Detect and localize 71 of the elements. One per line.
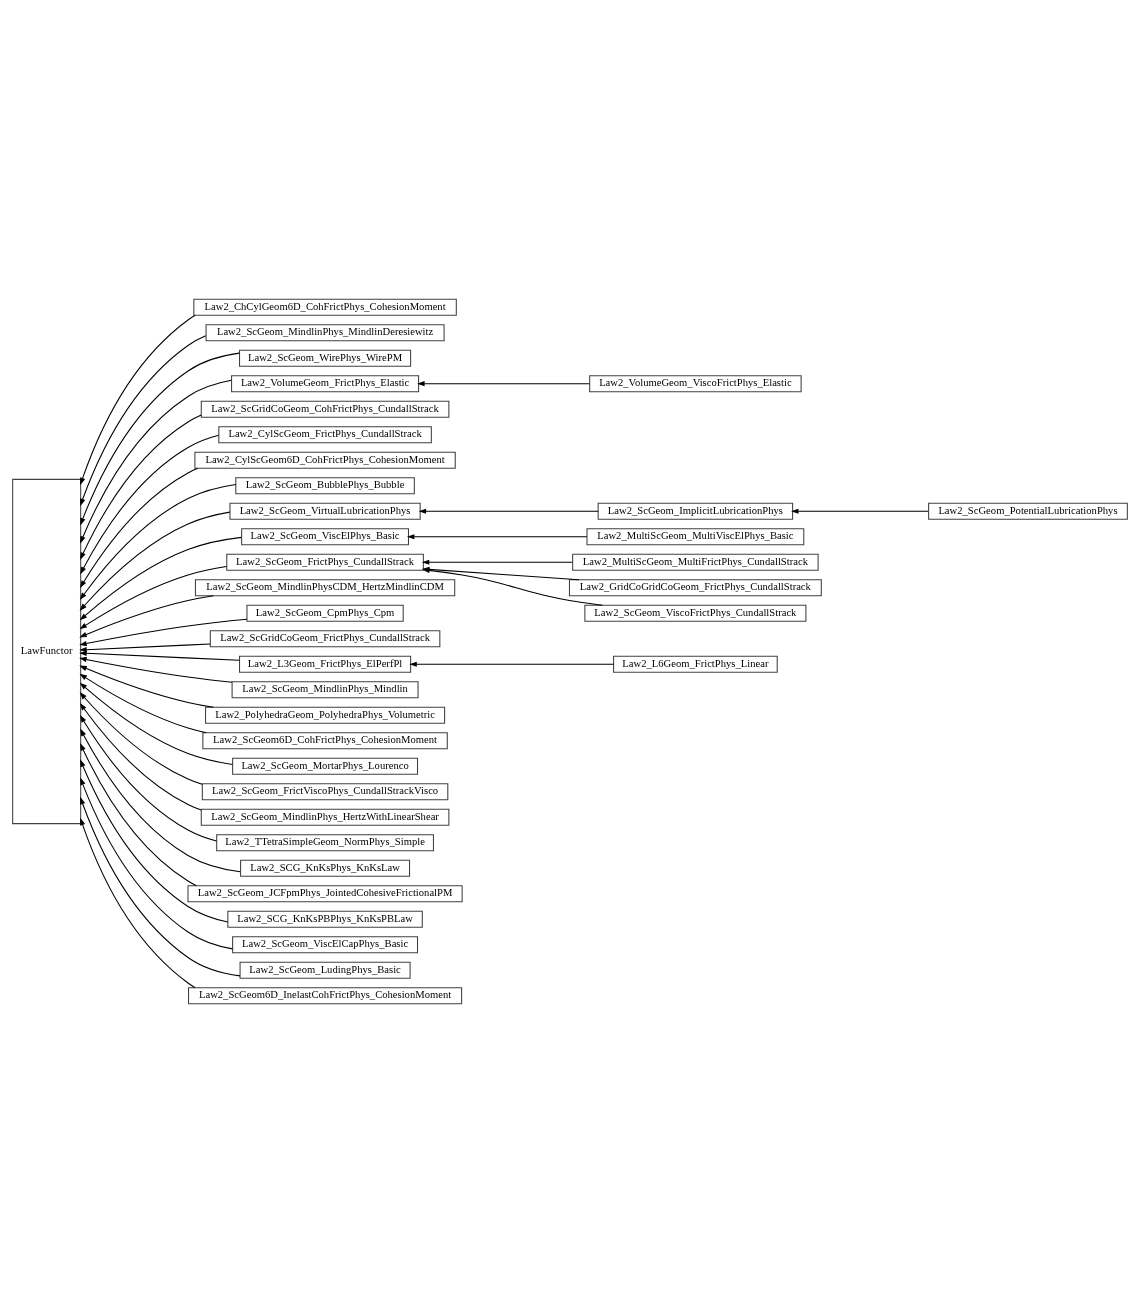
arrow xyxy=(791,508,929,514)
node-box: Law2_ScGeom_PotentialLubricationPhys xyxy=(928,502,1128,520)
node-box: Law2_ScGeom_LudingPhys_Basic xyxy=(239,961,411,979)
node-box: Law2_SCG_KnKsPBPhys_KnKsPBLaw xyxy=(227,910,423,928)
node-box: Law2_VolumeGeom_ViscoFrictPhys_Elastic xyxy=(589,375,802,393)
node-box: Law2_CylScGeom6D_CohFrictPhys_CohesionMoment xyxy=(194,451,456,469)
arrow xyxy=(417,381,590,387)
arrow xyxy=(80,817,196,989)
arrow xyxy=(80,728,241,873)
node-box: Law2_ScGeom_MortarPhys_Lourenco xyxy=(232,757,419,775)
arrow xyxy=(79,536,242,621)
arrow xyxy=(79,673,207,734)
arrow xyxy=(80,414,202,560)
arrow xyxy=(79,650,240,661)
node-box: Law2_ScGeom6D_InelastCohFrictPhys_CohesionMoment xyxy=(188,987,463,1005)
arrow xyxy=(80,314,196,486)
node-box: Law2_ScGeom_ImplicitLubricationPhys xyxy=(597,502,794,520)
node-box: Law2_ScGeom_ViscoFrictPhys_CundallStrack xyxy=(584,604,807,622)
node-box: Law2_ScGeom_CpmPhys_Cpm xyxy=(246,604,404,622)
arrow xyxy=(409,661,615,667)
node-box: Law2_MultiScGeom_MultiViscElPhys_Basic xyxy=(586,528,805,546)
node-box: Law2_ScGeom_MindlinPhys_MindlinDeresiewitz xyxy=(205,324,445,342)
arrow xyxy=(79,715,217,842)
arrow xyxy=(79,484,237,601)
node-box: LawFunctor xyxy=(12,478,82,825)
node-box: Law2_ChCylGeom6D_CohFrictPhys_CohesionMoment xyxy=(193,298,457,316)
node-box: Law2_L6Geom_FrictPhys_Linear xyxy=(613,655,778,673)
node-box: Law2_ScGeom_MindlinPhysCDM_HertzMindlinCDM xyxy=(194,579,456,597)
arrow xyxy=(79,467,199,588)
arrow xyxy=(79,511,231,611)
arrow xyxy=(79,643,211,653)
node-box: Law2_CylScGeom_FrictPhys_CundallStrack xyxy=(218,426,432,444)
node-box: Law2_SCG_KnKsPhys_KnKsLaw xyxy=(240,859,411,877)
arrow xyxy=(79,665,214,708)
node-box: Law2_ScGeom_MindlinPhys_Mindlin xyxy=(231,681,419,699)
node-box: Law2_ScGeom_FrictPhys_CundallStrack xyxy=(226,553,424,571)
arrow xyxy=(80,743,197,887)
arrow xyxy=(418,508,599,514)
node-box: Law2_ScGeom_ViscElPhys_Basic xyxy=(241,528,409,546)
node-box: Law2_GridCoGridCoGeom_FrictPhys_CundallStrack xyxy=(568,579,822,597)
node-box: Law2_ScGridCoGeom_CohFrictPhys_CundallStrack xyxy=(200,400,450,418)
arrow xyxy=(79,692,203,785)
arrow xyxy=(80,335,207,507)
node-box: Law2_VolumeGeom_FrictPhys_Elastic xyxy=(231,375,420,393)
arrow xyxy=(79,618,248,647)
arrow xyxy=(79,595,214,638)
arrow xyxy=(80,759,229,923)
node-box: Law2_ScGeom_ViscElCapPhys_Basic xyxy=(232,936,419,954)
arrow xyxy=(79,566,227,630)
node-box: Law2_TTetraSimpleGeom_NormPhys_Simple xyxy=(216,834,434,852)
node-box: Law2_ScGeom6D_CohFrictPhys_CohesionMoment xyxy=(202,732,448,750)
node-box: Law2_ScGeom_VirtualLubricationPhys xyxy=(229,502,421,520)
arrow xyxy=(80,352,240,526)
node-box: Law2_ScGeom_MindlinPhys_HertzWithLinearShear xyxy=(200,808,450,826)
arrow xyxy=(406,534,588,540)
node-box: Law2_ScGeom_JCFpmPhys_JointedCohesiveFrictionalPM xyxy=(187,885,463,903)
node-box: Law2_ScGeom_WirePhys_WirePM xyxy=(239,349,412,367)
arrow xyxy=(80,796,241,977)
arrow xyxy=(80,434,220,575)
arrow xyxy=(79,682,233,765)
node-box: Law2_ScGeom_BubblePhys_Bubble xyxy=(235,477,415,495)
node-box: Law2_ScGeom_FrictViscoPhys_CundallStrackVisco xyxy=(201,783,449,801)
arrow xyxy=(80,777,234,950)
arrow xyxy=(79,702,202,811)
node-box: Law2_PolyhedraGeom_PolyhedraPhys_Volumetric xyxy=(205,706,446,724)
arrow xyxy=(79,656,233,683)
arrow xyxy=(80,379,232,544)
node-box: Law2_MultiScGeom_MultiFrictPhys_CundallStrack xyxy=(572,553,819,571)
arrow xyxy=(421,559,573,565)
node-box: Law2_ScGridCoGeom_FrictPhys_CundallStrack xyxy=(209,630,441,648)
node-box: Law2_L3Geom_FrictPhys_ElPerfPl xyxy=(239,655,412,673)
